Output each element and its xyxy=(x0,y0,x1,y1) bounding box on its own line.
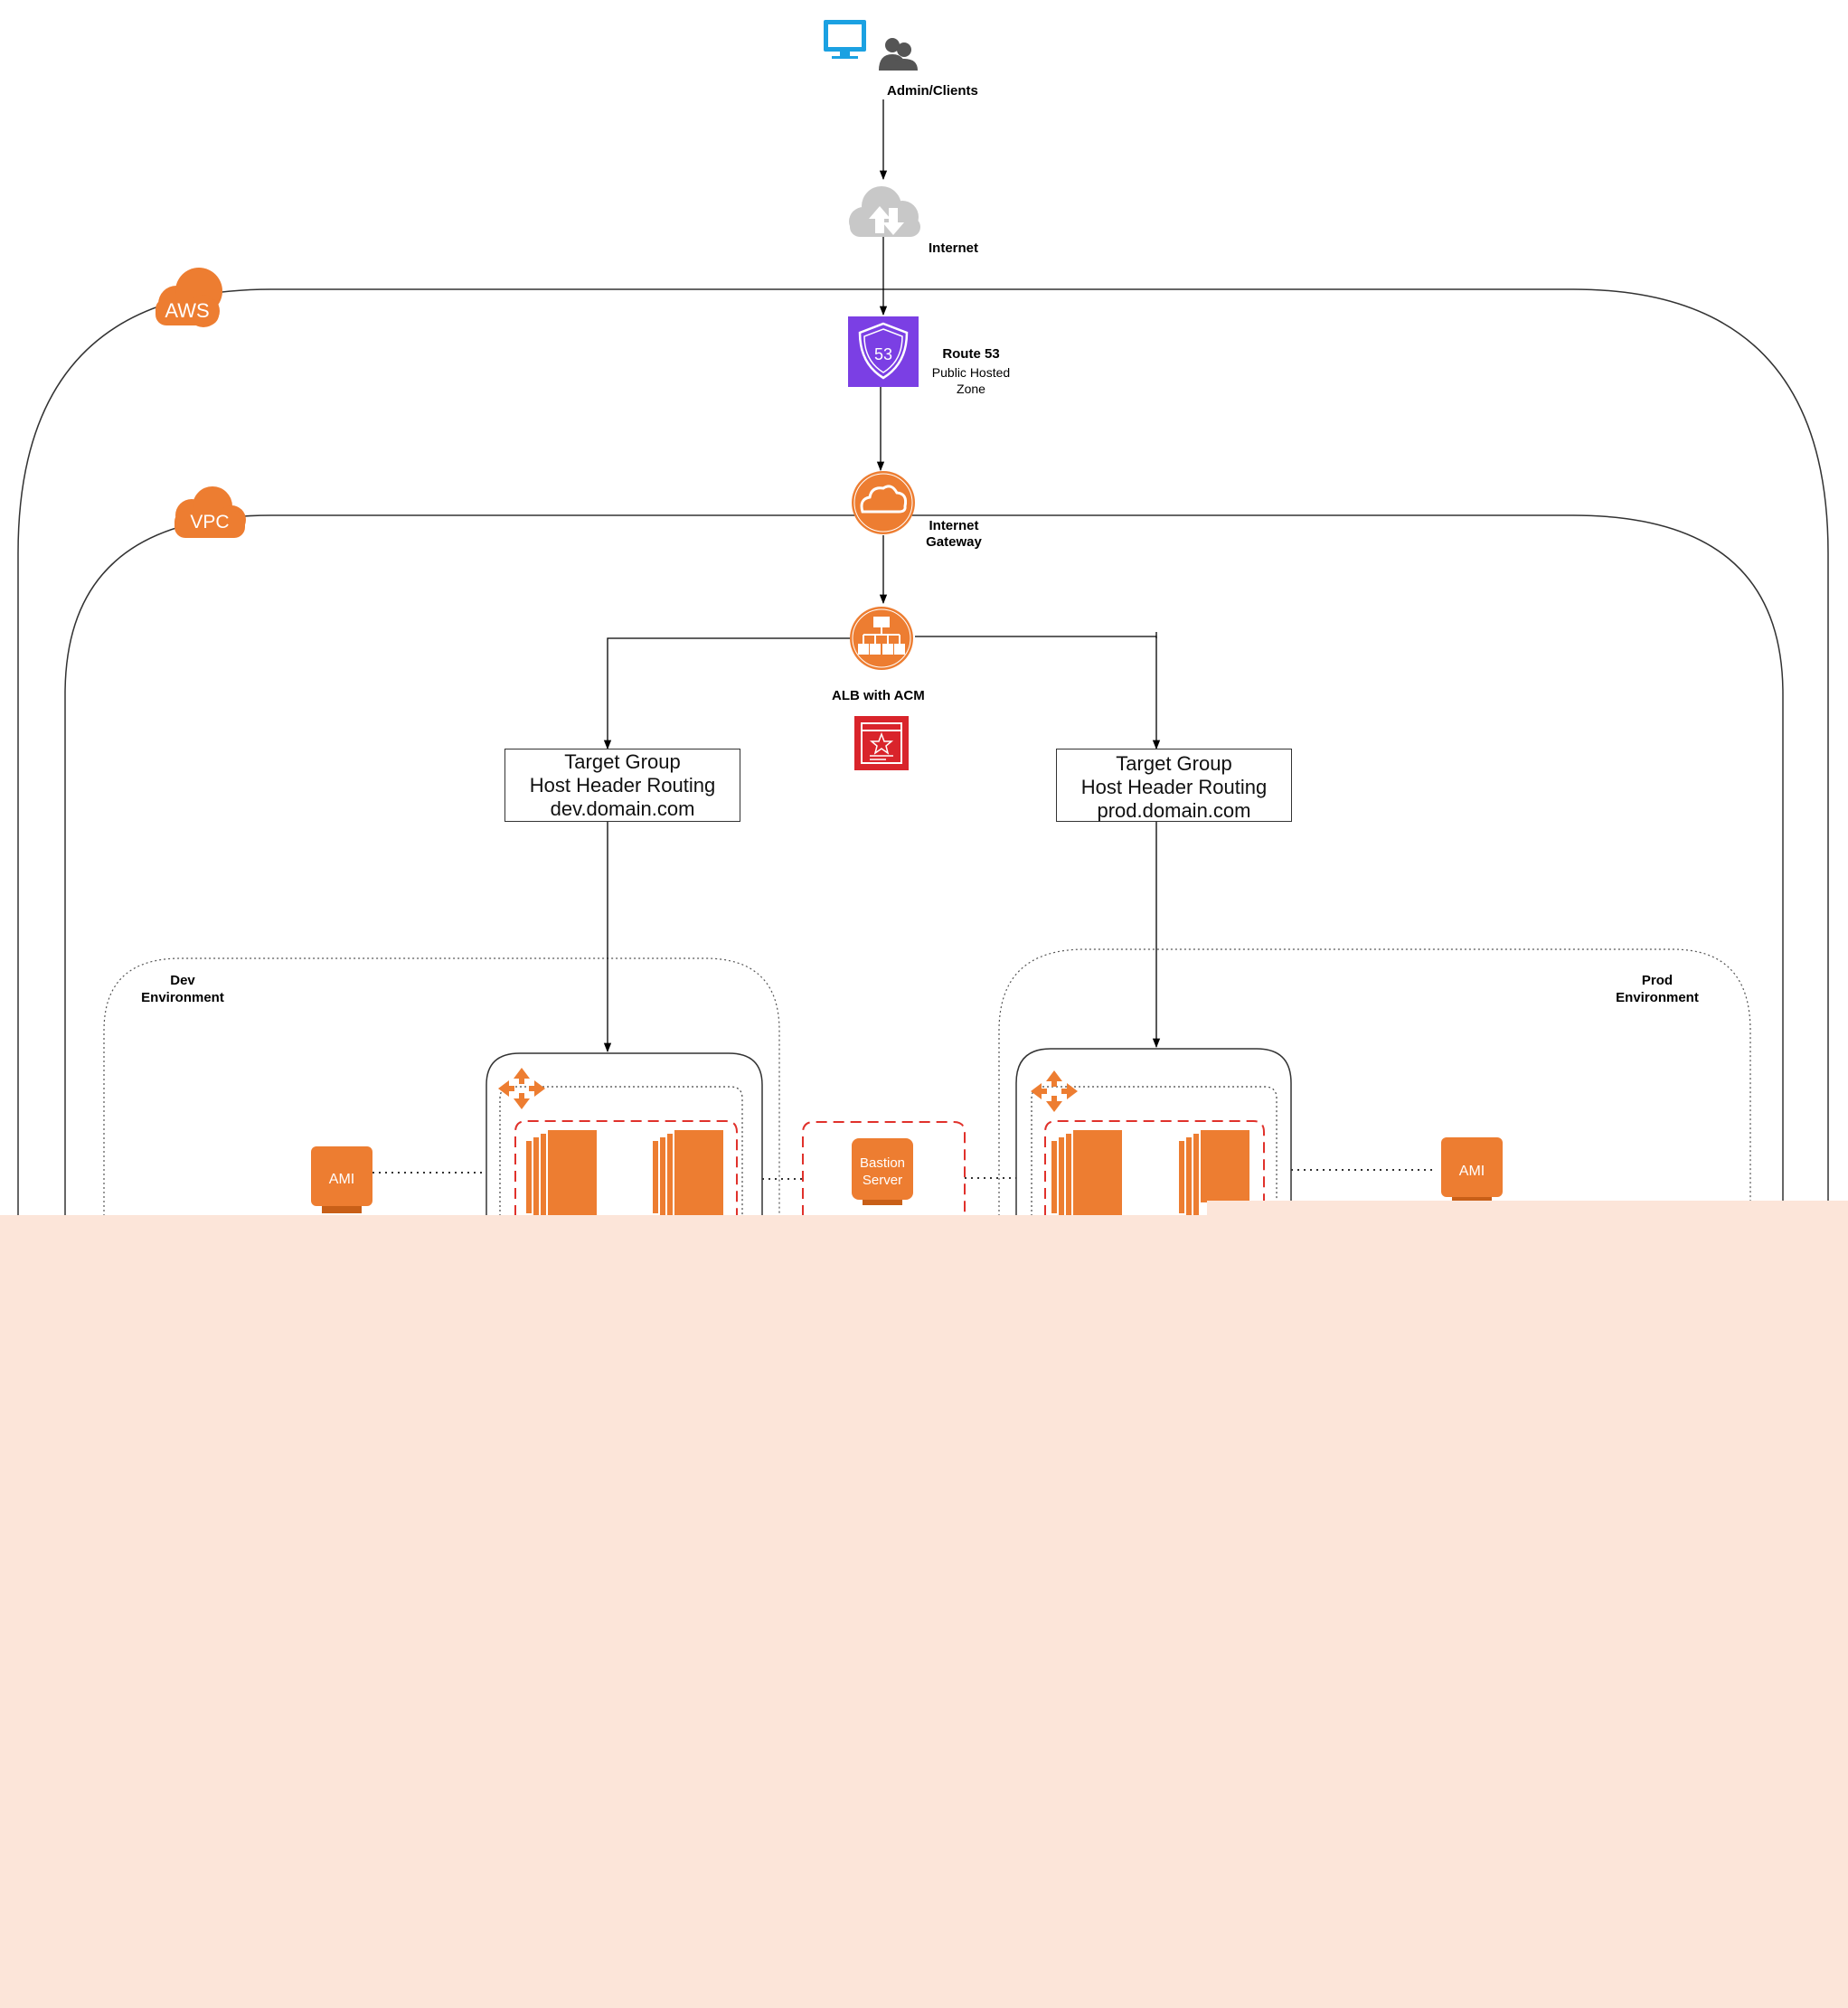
ec2-instance-icon xyxy=(1179,1130,1249,1217)
autoscaling-icon xyxy=(498,1068,545,1109)
svg-text:VPC: VPC xyxy=(190,512,229,533)
svg-text:Bastion: Bastion xyxy=(860,1155,905,1171)
prod-target-group-line-1: Target Group xyxy=(1116,752,1232,775)
dev-environment-label-1: Dev xyxy=(170,973,195,988)
ami-icon: AMI xyxy=(1441,1137,1503,1202)
svg-text:53: 53 xyxy=(874,345,892,363)
route53-subtitle-1: Public Hosted xyxy=(931,365,1011,380)
lower-overlay xyxy=(0,1215,1848,2008)
lower-overlay-step xyxy=(1207,1201,1848,1219)
dev-asg-boundary xyxy=(486,1052,763,1216)
route53-subtitle-2: Zone xyxy=(957,382,985,396)
route53-title: Route 53 xyxy=(942,346,1000,362)
internet-label: Internet xyxy=(929,240,979,256)
ec2-instance-icon xyxy=(653,1130,723,1221)
ec2-instance-icon xyxy=(526,1130,597,1221)
dev-target-group-line-1: Target Group xyxy=(564,750,681,773)
svg-text:Server: Server xyxy=(863,1173,902,1188)
prod-asg-boundary xyxy=(1015,1048,1292,1216)
dev-target-group: Target Group Host Header Routing dev.dom… xyxy=(504,749,740,822)
alb-icon xyxy=(850,607,913,670)
dev-environment-label-2: Environment xyxy=(141,990,224,1005)
arrow-alb-dev-tg xyxy=(603,637,850,750)
dev-target-group-line-2: Host Header Routing xyxy=(529,774,716,797)
arrow-alb-prod-tg xyxy=(915,636,1161,750)
bastion-security-group xyxy=(802,1121,966,1216)
prod-target-group: Target Group Host Header Routing prod.do… xyxy=(1056,749,1292,822)
bastion-server-icon: Bastion Server xyxy=(852,1138,913,1205)
prod-target-group-line-2: Host Header Routing xyxy=(1080,776,1268,798)
monitor-icon xyxy=(824,20,866,59)
aws-cloud-badge: AWS xyxy=(156,268,222,327)
internet-gateway-icon xyxy=(852,471,915,534)
prod-target-group-line-3: prod.domain.com xyxy=(1097,799,1251,822)
internet-gateway-label-2: Gateway xyxy=(926,534,982,550)
alb-label: ALB with ACM xyxy=(832,688,925,703)
vpc-cloud-badge: VPC xyxy=(174,486,246,538)
internet-cloud-icon xyxy=(849,186,920,237)
acm-certificate-icon xyxy=(854,716,909,770)
dev-target-group-line-3: dev.domain.com xyxy=(550,797,695,820)
prod-environment-label-1: Prod xyxy=(1641,973,1674,988)
prod-security-group xyxy=(1044,1120,1265,1216)
ec2-instance-icon xyxy=(1051,1130,1122,1221)
vpc-boundary xyxy=(64,514,1784,1216)
admin-clients-label: Admin/Clients xyxy=(887,83,978,99)
route53-icon: 53 xyxy=(848,316,919,387)
users-icon xyxy=(879,38,918,71)
prod-environment-boundary xyxy=(998,948,1751,1216)
autoscaling-icon xyxy=(1031,1070,1078,1112)
prod-environment-label-2: Environment xyxy=(1616,990,1699,1005)
svg-text:AMI: AMI xyxy=(329,1172,354,1187)
aws-cloud-boundary xyxy=(17,288,1829,1216)
svg-text:AMI: AMI xyxy=(1459,1164,1485,1179)
prod-subnet-boundary xyxy=(1031,1086,1278,1216)
ami-icon: AMI xyxy=(311,1146,372,1213)
dev-security-group xyxy=(514,1120,738,1216)
internet-gateway-label-1: Internet xyxy=(929,518,979,533)
svg-text:AWS: AWS xyxy=(165,299,209,322)
dev-subnet-boundary xyxy=(499,1086,743,1216)
